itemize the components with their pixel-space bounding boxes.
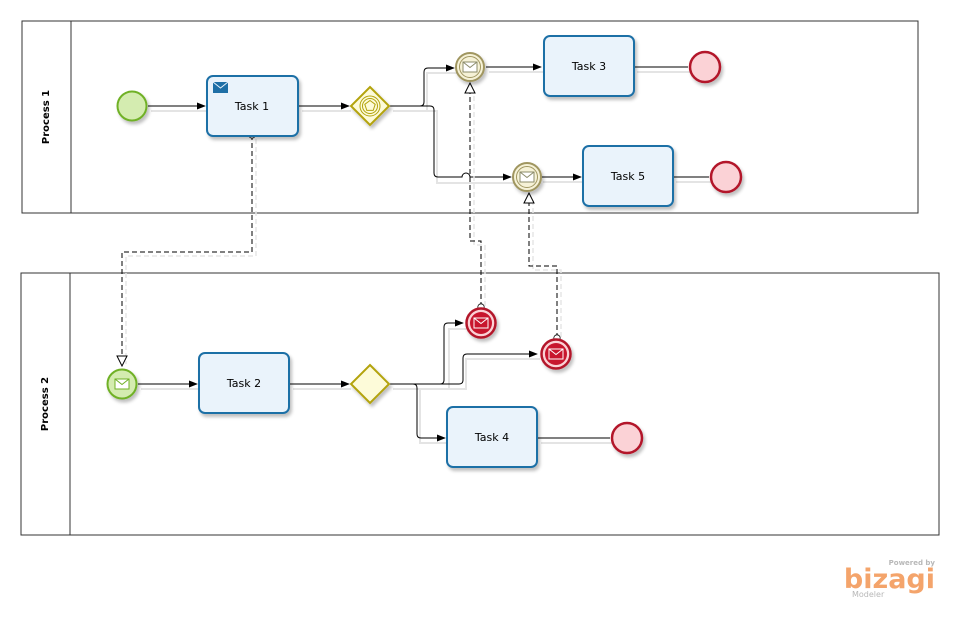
envelope-icon — [473, 317, 489, 329]
task-3-label: Task 3 — [571, 60, 606, 73]
envelope-icon — [212, 81, 229, 93]
task-5-label: Task 5 — [610, 170, 645, 183]
envelope-icon — [114, 378, 130, 390]
task-2[interactable]: Task 2 — [198, 352, 290, 414]
bizagi-watermark: Powered by bizagi Modeler — [844, 559, 936, 599]
watermark-brand-logo: bizagi — [844, 564, 935, 595]
pool-process-1-label: Process 1 — [41, 90, 52, 144]
message-flows — [122, 83, 562, 366]
task-4[interactable]: Task 4 — [446, 406, 538, 468]
end-event-task-4[interactable] — [610, 421, 644, 455]
task-1-label: Task 1 — [234, 100, 269, 113]
task-4-label: Task 4 — [474, 431, 509, 444]
envelope-icon — [519, 171, 535, 183]
message-end-event-1[interactable] — [465, 307, 497, 339]
exclusive-gateway[interactable] — [349, 363, 391, 405]
watermark-product: Modeler — [852, 590, 885, 599]
task-3[interactable]: Task 3 — [543, 35, 635, 97]
event-based-gateway[interactable] — [349, 85, 391, 127]
pool-process-2-label: Process 2 — [40, 377, 51, 431]
envelope-icon — [548, 348, 564, 360]
watermark-powered-by: Powered by — [889, 559, 936, 567]
intermediate-message-catch-event-2[interactable] — [512, 162, 542, 192]
envelope-icon — [462, 61, 478, 73]
start-event-process-1[interactable] — [116, 90, 148, 122]
intermediate-message-catch-event-1[interactable] — [455, 52, 485, 82]
sequence-flows — [138, 63, 711, 444]
task-5[interactable]: Task 5 — [582, 145, 674, 207]
end-event-task-3[interactable] — [688, 50, 722, 84]
message-end-event-2[interactable] — [540, 338, 572, 370]
task-1[interactable]: Task 1 — [206, 75, 299, 137]
end-event-task-5[interactable] — [709, 160, 743, 194]
message-start-event-process-2[interactable] — [106, 368, 138, 400]
task-2-label: Task 2 — [226, 377, 261, 390]
